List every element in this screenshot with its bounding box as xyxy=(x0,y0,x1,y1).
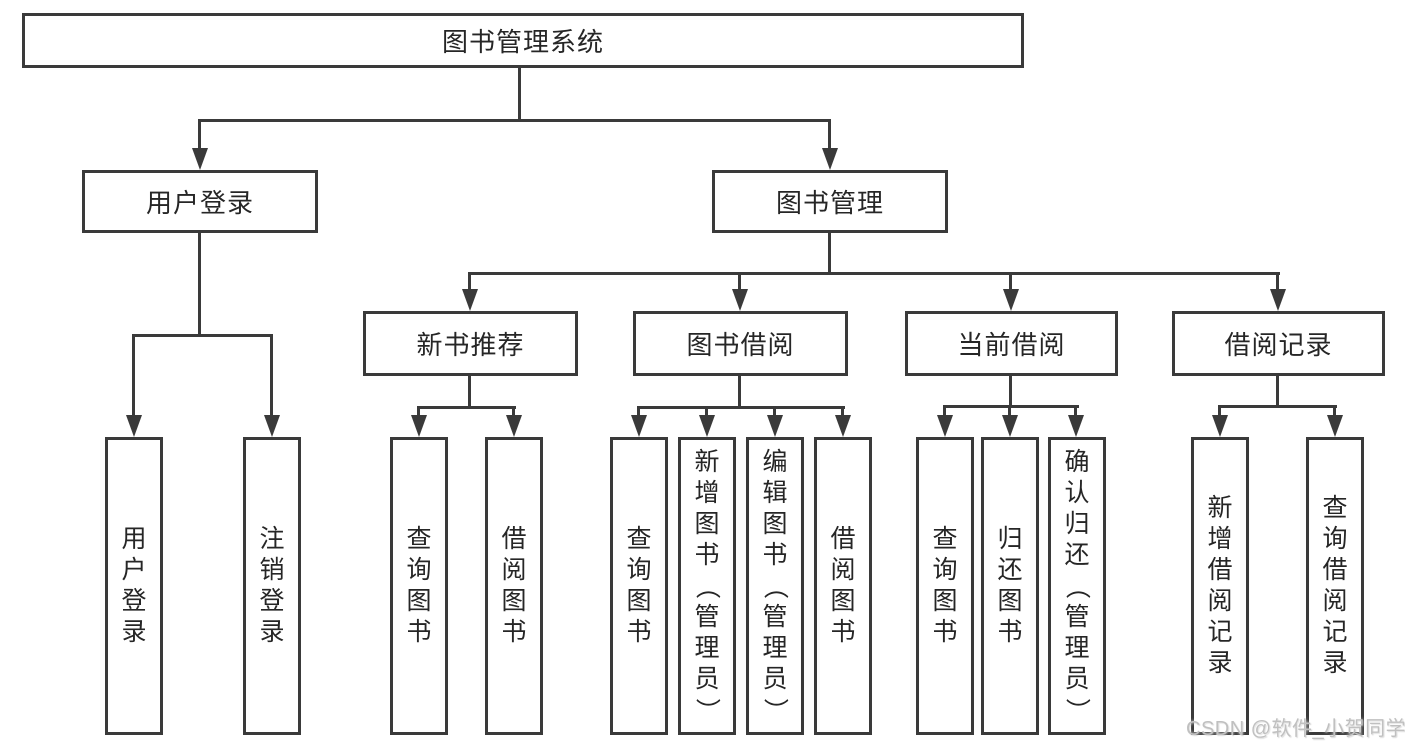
leaf-borrow-books-recommend: 借阅图书 xyxy=(485,437,543,735)
connector-book-borrow-drop xyxy=(738,272,741,292)
arrowhead-down-book-mgmt xyxy=(822,148,838,170)
connector-borrow-records-drop xyxy=(1276,272,1279,292)
connector-groups-hline xyxy=(468,272,1280,275)
node-borrowing-records: 借阅记录 xyxy=(1172,311,1385,376)
connector-book-borrow-stem xyxy=(738,374,741,408)
node-book-borrowing-label: 图书借阅 xyxy=(686,330,795,360)
leaf-add-books-admin-label: 新增图书（管理员） xyxy=(693,447,722,723)
leaf-query-books-current-label: 查询图书 xyxy=(932,525,958,646)
connector-cb-leaf3-drop xyxy=(1074,405,1077,417)
arrowhead-down-leaf-logout xyxy=(264,415,280,437)
node-new-book-recommendation: 新书推荐 xyxy=(363,311,578,376)
leaf-logout: 注销登录 xyxy=(243,437,301,735)
connector-root-stem xyxy=(518,65,521,121)
node-current-borrowing: 当前借阅 xyxy=(905,311,1118,376)
node-book-management-label: 图书管理 xyxy=(775,188,884,218)
arrowhead-down-current-borrow xyxy=(1003,289,1019,311)
leaf-query-books-borrow: 查询图书 xyxy=(610,437,668,735)
connector-cb-leaf2-drop xyxy=(1008,405,1011,417)
node-borrowing-records-label: 借阅记录 xyxy=(1224,330,1333,360)
node-user-login: 用户登录 xyxy=(82,170,318,233)
connector-borrow-records-stem xyxy=(1276,374,1279,407)
arrowhead-down-br-leaf2 xyxy=(1327,415,1343,437)
node-current-borrowing-label: 当前借阅 xyxy=(957,330,1066,360)
node-user-login-label: 用户登录 xyxy=(145,188,254,218)
arrowhead-down-cb-leaf3 xyxy=(1068,415,1084,437)
connector-nb-leaf2-drop xyxy=(512,406,515,417)
connector-bb-leaf2-drop xyxy=(705,406,708,417)
connector-book-borrow-hline xyxy=(637,406,845,409)
leaf-add-borrow-record: 新增借阅记录 xyxy=(1191,437,1249,735)
connector-leaf-logout-drop xyxy=(270,334,273,418)
arrowhead-down-bb-leaf4 xyxy=(835,415,851,437)
arrowhead-down-nb-leaf1 xyxy=(411,415,427,437)
leaf-query-books-current: 查询图书 xyxy=(916,437,974,735)
leaf-query-borrow-record: 查询借阅记录 xyxy=(1306,437,1364,735)
leaf-return-books: 归还图书 xyxy=(981,437,1039,735)
connector-nb-leaf1-drop xyxy=(417,406,420,417)
arrowhead-down-nb-leaf2 xyxy=(506,415,522,437)
connector-user-login-hline xyxy=(132,334,273,337)
csdn-watermark: CSDN @软件_小贺同学 xyxy=(1186,718,1405,740)
arrowhead-down-new-books xyxy=(462,289,478,311)
leaf-confirm-return-admin: 确认归还（管理员） xyxy=(1048,437,1106,735)
connector-br-leaf1-drop xyxy=(1218,405,1221,417)
arrowhead-down-borrow-records xyxy=(1270,289,1286,311)
connector-borrow-records-hline xyxy=(1218,405,1337,408)
connector-bb-leaf4-drop xyxy=(841,406,844,417)
connector-current-borrow-stem xyxy=(1009,374,1012,407)
arrowhead-down-book-borrow xyxy=(732,289,748,311)
leaf-query-books-recommend-label: 查询图书 xyxy=(406,525,432,646)
connector-bb-leaf1-drop xyxy=(637,406,640,417)
leaf-edit-books-admin-label: 编辑图书（管理员） xyxy=(761,447,790,723)
arrowhead-down-user-login xyxy=(192,148,208,170)
leaf-confirm-return-admin-label: 确认归还（管理员） xyxy=(1063,447,1092,723)
connector-new-books-drop xyxy=(468,272,471,292)
connector-book-mgmt-stem xyxy=(828,231,831,275)
leaf-user-login: 用户登录 xyxy=(105,437,163,735)
connector-new-books-hline xyxy=(417,406,516,409)
node-library-system-label: 图书管理系统 xyxy=(441,27,604,57)
arrowhead-down-bb-leaf2 xyxy=(699,415,715,437)
arrowhead-down-br-leaf1 xyxy=(1212,415,1228,437)
connector-book-mgmt-drop xyxy=(828,119,831,152)
connector-user-login-stem xyxy=(198,231,201,337)
node-new-book-recommendation-label: 新书推荐 xyxy=(416,330,525,360)
leaf-user-login-label: 用户登录 xyxy=(121,525,147,646)
leaf-edit-books-admin: 编辑图书（管理员） xyxy=(746,437,804,735)
connector-br-leaf2-drop xyxy=(1333,405,1336,417)
arrowhead-down-leaf-login xyxy=(126,415,142,437)
leaf-query-books-borrow-label: 查询图书 xyxy=(626,525,652,646)
connector-new-books-stem xyxy=(468,374,471,408)
node-book-management: 图书管理 xyxy=(712,170,948,233)
leaf-add-books-admin: 新增图书（管理员） xyxy=(678,437,736,735)
leaf-logout-label: 注销登录 xyxy=(259,525,285,646)
leaf-return-books-label: 归还图书 xyxy=(997,525,1023,646)
leaf-add-borrow-record-label: 新增借阅记录 xyxy=(1207,494,1233,677)
leaf-query-books-recommend: 查询图书 xyxy=(390,437,448,735)
connector-current-borrow-drop xyxy=(1009,272,1012,292)
leaf-query-borrow-record-label: 查询借阅记录 xyxy=(1322,494,1348,677)
arrowhead-down-cb-leaf1 xyxy=(937,415,953,437)
leaf-borrow-books-label: 借阅图书 xyxy=(830,525,856,646)
arrowhead-down-bb-leaf3 xyxy=(767,415,783,437)
connector-bb-leaf3-drop xyxy=(773,406,776,417)
arrowhead-down-cb-leaf2 xyxy=(1002,415,1018,437)
arrowhead-down-bb-leaf1 xyxy=(631,415,647,437)
connector-leaf-login-drop xyxy=(132,334,135,418)
node-library-system: 图书管理系统 xyxy=(22,13,1024,68)
node-book-borrowing: 图书借阅 xyxy=(633,311,848,376)
leaf-borrow-books: 借阅图书 xyxy=(814,437,872,735)
connector-user-login-drop xyxy=(198,119,201,152)
connector-cb-leaf1-drop xyxy=(943,405,946,417)
connector-current-borrow-hline xyxy=(943,405,1079,408)
connector-level2-hline xyxy=(198,119,831,122)
leaf-borrow-books-recommend-label: 借阅图书 xyxy=(501,525,527,646)
